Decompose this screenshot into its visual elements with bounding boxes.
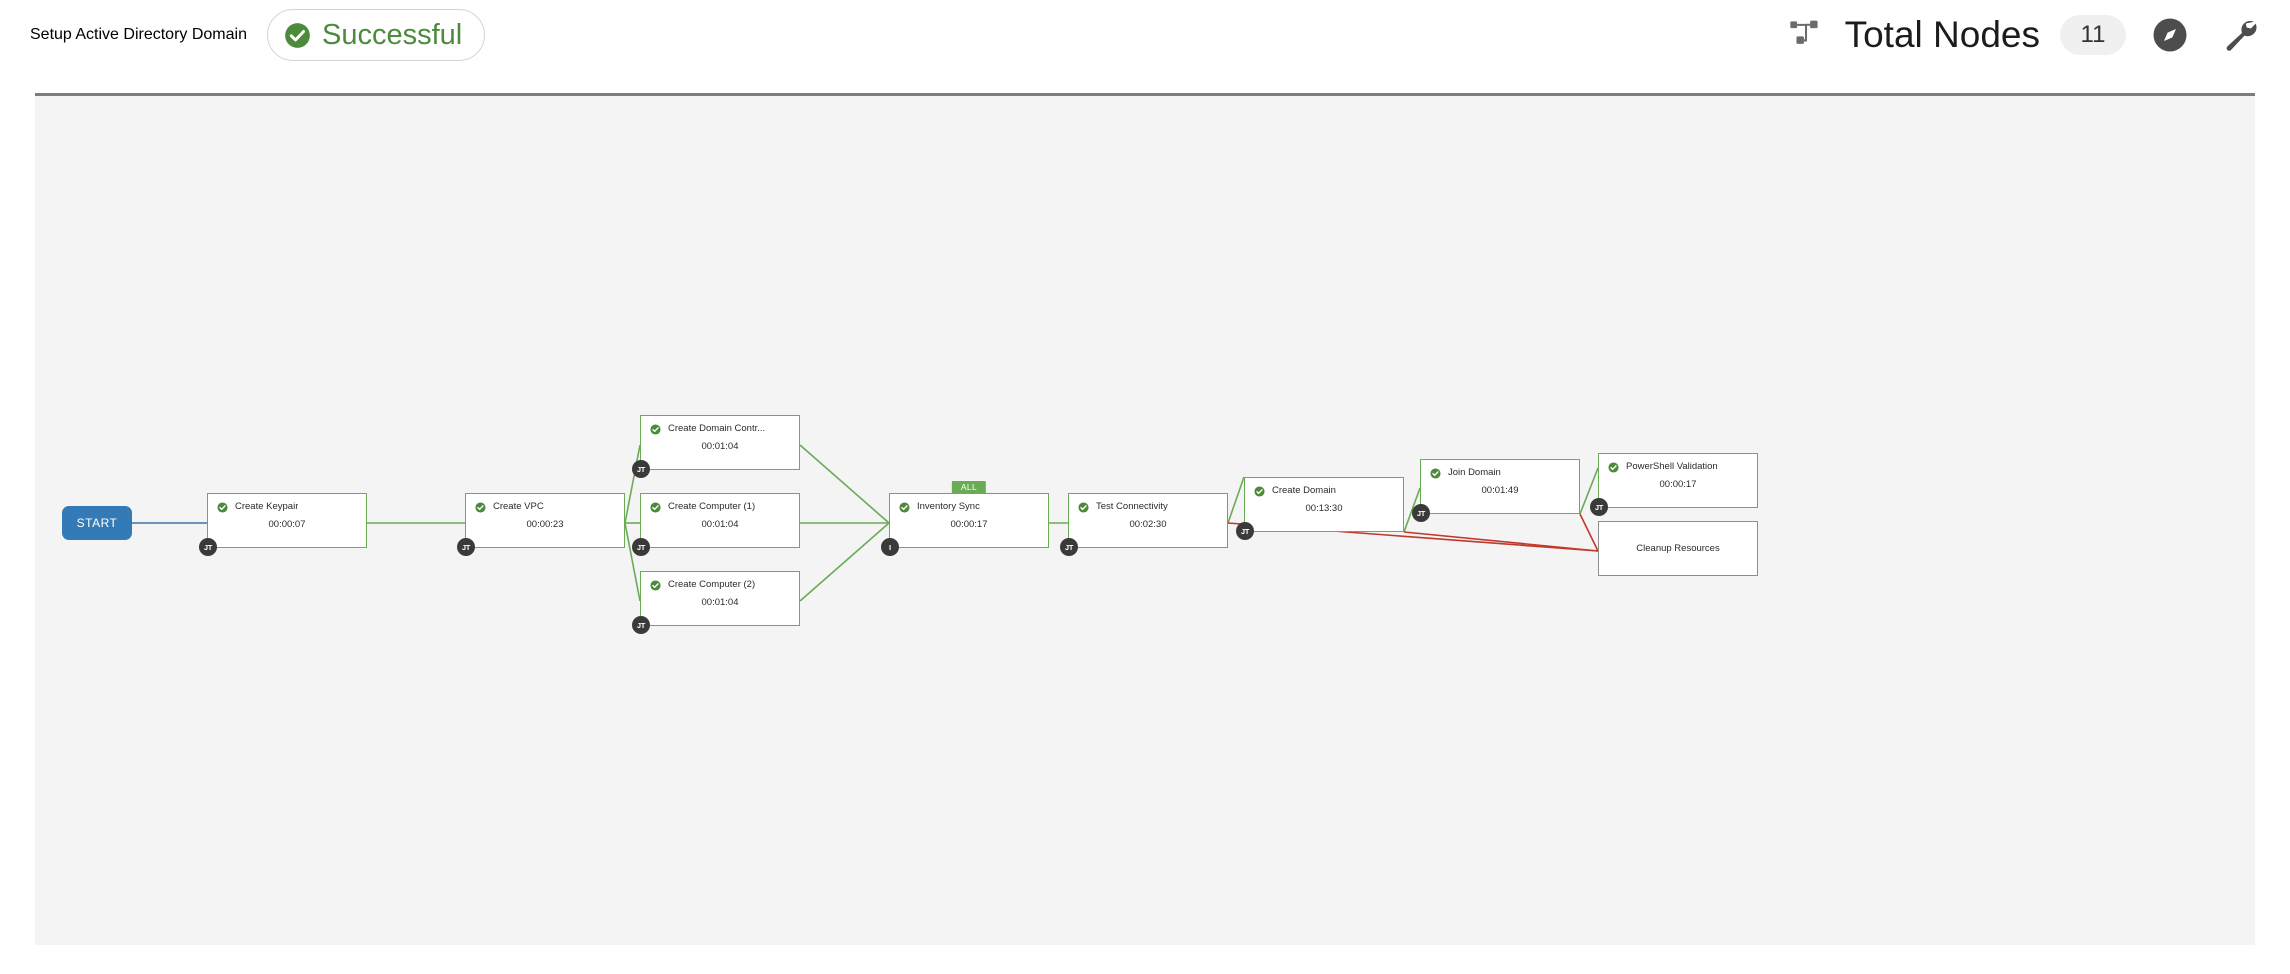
node-header: Create Domain Contr... bbox=[641, 416, 799, 435]
node-title: Create Computer (1) bbox=[668, 501, 756, 512]
node-elapsed-time: 00:00:17 bbox=[950, 519, 988, 530]
edge-vpc-dc bbox=[624, 444, 641, 524]
edge-comp2-inventory bbox=[799, 522, 890, 602]
node-elapsed-time: 00:00:23 bbox=[526, 519, 564, 530]
avatar[interactable]: JT bbox=[1590, 498, 1608, 516]
check-circle-icon bbox=[650, 423, 661, 435]
node-elapsed-time: 00:13:30 bbox=[1305, 503, 1343, 514]
avatar[interactable]: JT bbox=[1236, 522, 1254, 540]
workflow-node-cleanup[interactable]: Cleanup Resources bbox=[1598, 521, 1758, 576]
node-header: Create VPC bbox=[466, 494, 624, 513]
status-badge-label: Successful bbox=[321, 19, 463, 51]
node-header: Test Connectivity bbox=[1069, 494, 1227, 513]
check-circle-icon bbox=[1254, 485, 1265, 497]
avatar[interactable]: JT bbox=[457, 538, 475, 556]
check-circle-icon bbox=[1608, 461, 1619, 473]
node-title: Cleanup Resources bbox=[1636, 543, 1720, 554]
node-elapsed-time: 00:02:30 bbox=[1129, 519, 1167, 530]
avatar[interactable]: I bbox=[881, 538, 899, 556]
node-header: Join Domain bbox=[1421, 460, 1579, 479]
node-elapsed-time: 00:00:07 bbox=[268, 519, 306, 530]
total-nodes-label: Total Nodes bbox=[1844, 14, 2040, 55]
node-title: Inventory Sync bbox=[917, 501, 980, 512]
edge-joindom-cleanup bbox=[1579, 513, 1599, 552]
check-circle-icon bbox=[475, 501, 486, 513]
page-title: Setup Active Directory Domain bbox=[30, 26, 247, 43]
node-elapsed-time: 00:00:17 bbox=[1659, 479, 1697, 490]
header-left-group: Setup Active Directory Domain Successful bbox=[30, 9, 486, 61]
edge-vpc-comp2 bbox=[624, 522, 641, 602]
node-header: PowerShell Validation bbox=[1599, 454, 1757, 473]
node-header: Create Computer (1) bbox=[641, 494, 799, 513]
status-badge: Successful bbox=[266, 9, 486, 61]
check-circle-icon bbox=[217, 501, 228, 513]
node-header: Create Domain bbox=[1245, 478, 1403, 497]
edge-createdom-cleanup bbox=[1403, 531, 1599, 552]
sitemap-icon[interactable] bbox=[1789, 20, 1823, 50]
node-header: Inventory Sync bbox=[890, 494, 1048, 513]
start-node[interactable]: START bbox=[62, 506, 132, 540]
node-header: Create Keypair bbox=[208, 494, 366, 513]
node-title: Test Connectivity bbox=[1096, 501, 1168, 512]
node-title: PowerShell Validation bbox=[1626, 461, 1718, 472]
node-title: Create Computer (2) bbox=[668, 579, 756, 590]
check-circle-icon bbox=[650, 501, 661, 513]
node-badge: ALL bbox=[951, 481, 987, 494]
check-circle-icon bbox=[1078, 501, 1089, 513]
avatar[interactable]: JT bbox=[1060, 538, 1078, 556]
node-title: Create Domain bbox=[1272, 485, 1336, 496]
edge-dc-inventory bbox=[799, 444, 890, 524]
check-circle-icon bbox=[1430, 467, 1441, 479]
node-header: Create Computer (2) bbox=[641, 572, 799, 591]
edge-joindom-psval bbox=[1579, 467, 1599, 515]
app-header: Setup Active Directory Domain Successful… bbox=[0, 0, 2290, 93]
avatar[interactable]: JT bbox=[632, 460, 650, 478]
node-elapsed-time: 00:01:04 bbox=[701, 519, 739, 530]
node-elapsed-time: 00:01:49 bbox=[1481, 485, 1519, 496]
node-elapsed-time: 00:01:04 bbox=[701, 597, 739, 608]
edge-testconn-createdom bbox=[1227, 476, 1245, 524]
node-title: Join Domain bbox=[1448, 467, 1501, 478]
avatar[interactable]: JT bbox=[632, 538, 650, 556]
avatar[interactable]: JT bbox=[1412, 504, 1430, 522]
node-title: Create Domain Contr... bbox=[668, 423, 766, 434]
check-circle-icon bbox=[285, 22, 310, 48]
node-title: Create VPC bbox=[493, 501, 544, 512]
compass-icon[interactable] bbox=[2152, 17, 2188, 53]
header-right-group: Total Nodes 11 bbox=[1789, 0, 2264, 70]
check-circle-icon bbox=[899, 501, 910, 513]
total-nodes-count-badge: 11 bbox=[2060, 15, 2126, 55]
node-title: Create Keypair bbox=[235, 501, 299, 512]
check-circle-icon bbox=[650, 579, 661, 591]
avatar[interactable]: JT bbox=[199, 538, 217, 556]
wrench-icon[interactable] bbox=[2222, 16, 2260, 54]
node-elapsed-time: 00:01:04 bbox=[701, 441, 739, 452]
avatar[interactable]: JT bbox=[632, 616, 650, 634]
